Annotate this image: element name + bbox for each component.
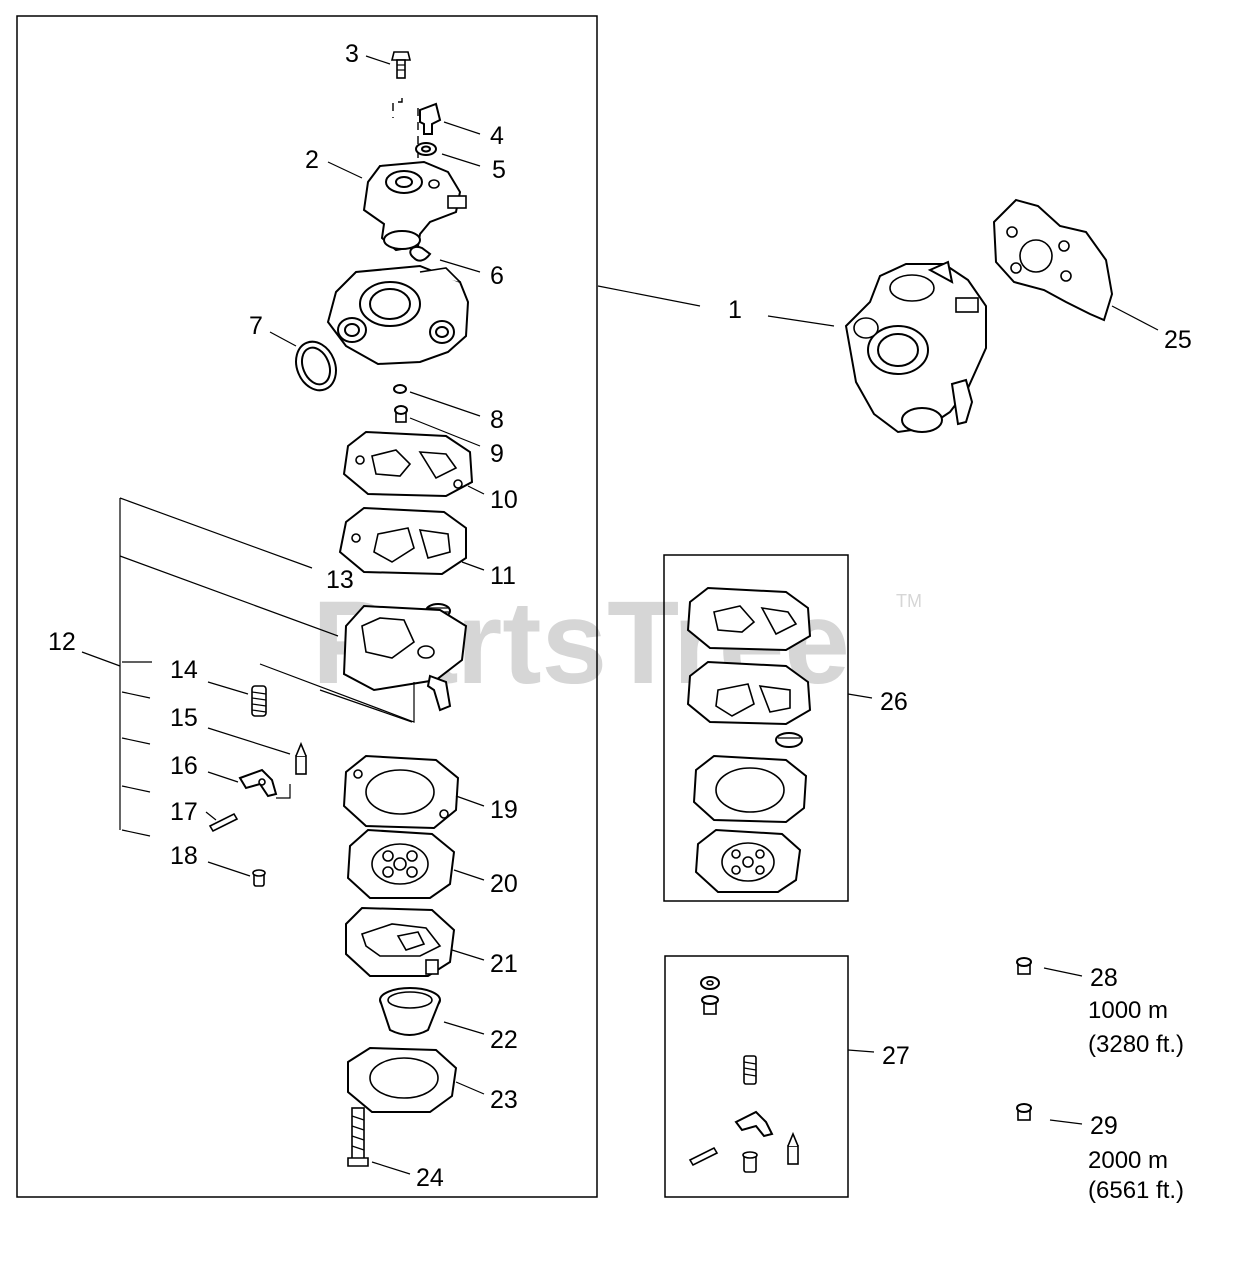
pump-cover [342, 604, 468, 712]
callout-7: 7 [249, 312, 263, 340]
part-24-screw [347, 1107, 369, 1167]
callout-16: 16 [170, 752, 198, 780]
bracket-ticks [121, 661, 152, 837]
callout-27: 27 [882, 1042, 910, 1070]
callout-26: 26 [880, 688, 908, 716]
callout-8: 8 [490, 406, 504, 434]
callout-9: 9 [490, 440, 504, 468]
callout-20: 20 [490, 870, 518, 898]
part-21-metering-cover [345, 906, 456, 977]
callout-5: 5 [492, 156, 506, 184]
leader-lines [81, 55, 1159, 1175]
callout-2: 2 [305, 146, 319, 174]
part-1-carburetor-assembly [844, 260, 987, 434]
callout-18: 18 [170, 842, 198, 870]
guide-15-16 [276, 784, 291, 799]
callout-24: 24 [416, 1164, 444, 1192]
part-7-o-ring [295, 340, 337, 392]
callout-29: 29 [1090, 1112, 1118, 1140]
callout-3: 3 [345, 40, 359, 68]
part-23-retainer [347, 1046, 458, 1113]
callout-15: 15 [170, 704, 198, 732]
gasket-kit-frame [663, 554, 849, 902]
part-8-washer [393, 384, 407, 394]
callout-25: 25 [1164, 326, 1192, 354]
callout-6: 6 [490, 262, 504, 290]
callout-28: 28 [1090, 964, 1118, 992]
part-19-gasket [342, 754, 460, 830]
callout-19: 19 [490, 796, 518, 824]
part-11-gasket [338, 506, 467, 576]
guide-14-lever [259, 663, 415, 723]
part-9-needle-seat [394, 405, 408, 423]
part-2-cover-assembly [362, 160, 467, 252]
part-6-clip [409, 246, 432, 262]
part-28-altitude: 1000 m [1088, 997, 1168, 1024]
callout-14: 14 [170, 656, 198, 684]
part-25-gasket [992, 198, 1114, 322]
bracket-line-pump [119, 555, 339, 637]
callout-10: 10 [490, 486, 518, 514]
part-14-spring [251, 685, 267, 717]
part-15-needle [295, 741, 307, 775]
callout-23: 23 [490, 1086, 518, 1114]
part-20-diaphragm [346, 828, 456, 899]
main-exploded-frame [16, 15, 598, 1198]
part-17-pin [208, 812, 239, 833]
part-16-lever [238, 768, 278, 798]
repair-kit-frame [664, 955, 849, 1198]
callout-11: 11 [490, 562, 516, 590]
callout-4: 4 [490, 122, 504, 150]
part-18-screw [252, 869, 266, 887]
carburetor-body [326, 264, 470, 366]
part-5-washer [415, 142, 437, 156]
kit-27-contents [688, 976, 799, 1173]
part-29-feet: (6561 ft.) [1088, 1177, 1184, 1204]
guide-pump [319, 689, 413, 723]
callout-13: 13 [326, 566, 354, 594]
part-3-screw [390, 51, 412, 79]
callout-12: 12 [48, 628, 76, 656]
callout-21: 21 [490, 950, 518, 978]
part-28-jet [1016, 957, 1032, 975]
bracket-line-13 [119, 497, 313, 569]
part-29-jet [1016, 1103, 1032, 1121]
callout-1: 1 [728, 296, 742, 324]
callout-22: 22 [490, 1026, 518, 1054]
kit-26-contents [686, 586, 812, 893]
watermark-trademark: TM [896, 591, 922, 611]
part-10-gasket [342, 430, 474, 498]
assembly-guide-dashed [392, 98, 419, 170]
part-29-altitude: 2000 m [1088, 1147, 1168, 1174]
part-4-fitting [419, 102, 442, 135]
part-28-feet: (3280 ft.) [1088, 1031, 1184, 1058]
part-22-primer-cup [379, 987, 441, 1036]
callout-17: 17 [170, 798, 198, 826]
